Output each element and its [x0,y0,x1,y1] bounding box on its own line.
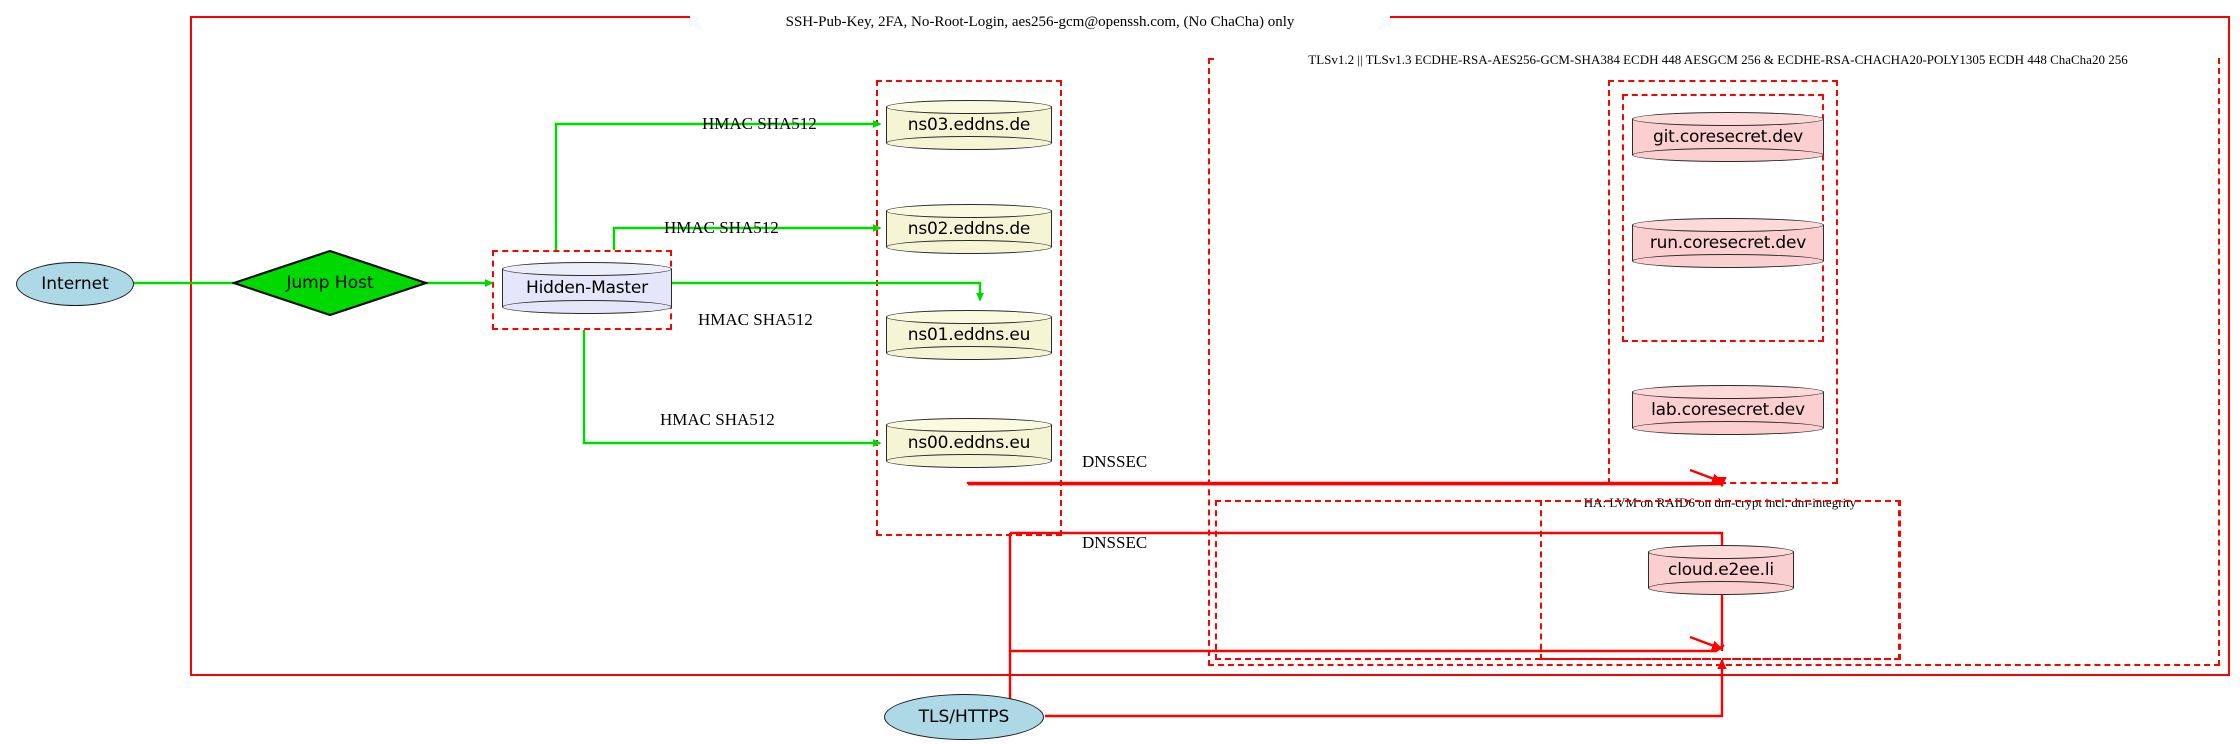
edge-label-dnssec-lower: DNSSEC [1082,533,1148,552]
node-run-coresecret-label: run.coresecret.dev [1649,233,1807,253]
node-lab-coresecret[interactable]: lab.coresecret.dev [1632,385,1824,435]
cylinder-top [886,418,1052,432]
cylinder-bottom [886,346,1052,360]
cylinder-top [1632,218,1824,232]
node-ns02-label: ns02.eddns.de [907,219,1031,239]
cylinder-bottom [886,240,1052,254]
cluster-ha-storage-label: HA: LVM on RAID6 on dm-crypt incl. dm-in… [1542,495,1898,511]
cylinder-bottom [1632,148,1824,162]
node-hidden-master[interactable]: Hidden-Master [502,262,672,314]
cluster-ssh-outer-label: SSH-Pub-Key, 2FA, No-Root-Login, aes256-… [690,14,1390,31]
cylinder-top [886,204,1052,218]
node-git-coresecret-label: git.coresecret.dev [1653,127,1803,147]
node-ns02[interactable]: ns02.eddns.de [886,204,1052,254]
cluster-coresecret-inner-box [1622,94,1824,342]
edge-label-dnssec-upper: DNSSEC [1082,452,1148,471]
edge-label-hmac-ns02: HMAC SHA512 [664,218,779,237]
node-lab-coresecret-label: lab.coresecret.dev [1651,400,1805,420]
node-jump-host-label: Jump Host [286,273,374,293]
edge-label-hmac-ns01: HMAC SHA512 [698,310,813,329]
node-internet-label: Internet [41,274,109,294]
node-ns03[interactable]: ns03.eddns.de [886,100,1052,150]
node-git-coresecret[interactable]: git.coresecret.dev [1632,112,1824,162]
cylinder-top [502,262,672,276]
cylinder-top [1648,545,1794,559]
edge-label-hmac-ns00: HMAC SHA512 [660,410,775,429]
node-ns01[interactable]: ns01.eddns.eu [886,310,1052,360]
cylinder-top [886,310,1052,324]
cluster-tls-outer-label: TLSv1.2 || TLSv1.3 ECDHE-RSA-AES256-GCM-… [1218,52,2218,68]
node-hidden-master-label: Hidden-Master [526,278,648,298]
cylinder-bottom [1632,254,1824,268]
cylinder-top [886,100,1052,114]
node-jump-host[interactable]: Jump Host [232,249,428,317]
cylinder-bottom [1648,581,1794,595]
node-ns00[interactable]: ns00.eddns.eu [886,418,1052,468]
node-tls-https-label: TLS/HTTPS [918,707,1010,727]
node-ns03-label: ns03.eddns.de [907,115,1031,135]
cylinder-bottom [886,454,1052,468]
cylinder-top [1632,385,1824,399]
node-cloud-e2ee[interactable]: cloud.e2ee.li [1648,545,1794,595]
node-internet[interactable]: Internet [16,262,134,306]
jump-host-diamond-icon [232,249,428,317]
edge-label-hmac-ns03: HMAC SHA512 [702,114,817,133]
node-ns00-label: ns00.eddns.eu [907,433,1031,453]
cylinder-bottom [886,136,1052,150]
cylinder-bottom [502,300,672,314]
node-cloud-e2ee-label: cloud.e2ee.li [1668,560,1774,580]
node-ns01-label: ns01.eddns.eu [907,325,1031,345]
cylinder-bottom [1632,421,1824,435]
cluster-nameserver-box [876,80,1062,536]
cylinder-top [1632,112,1824,126]
cluster-cloud-inner-box [1215,500,1901,660]
node-tls-https[interactable]: TLS/HTTPS [884,694,1044,740]
node-run-coresecret[interactable]: run.coresecret.dev [1632,218,1824,268]
